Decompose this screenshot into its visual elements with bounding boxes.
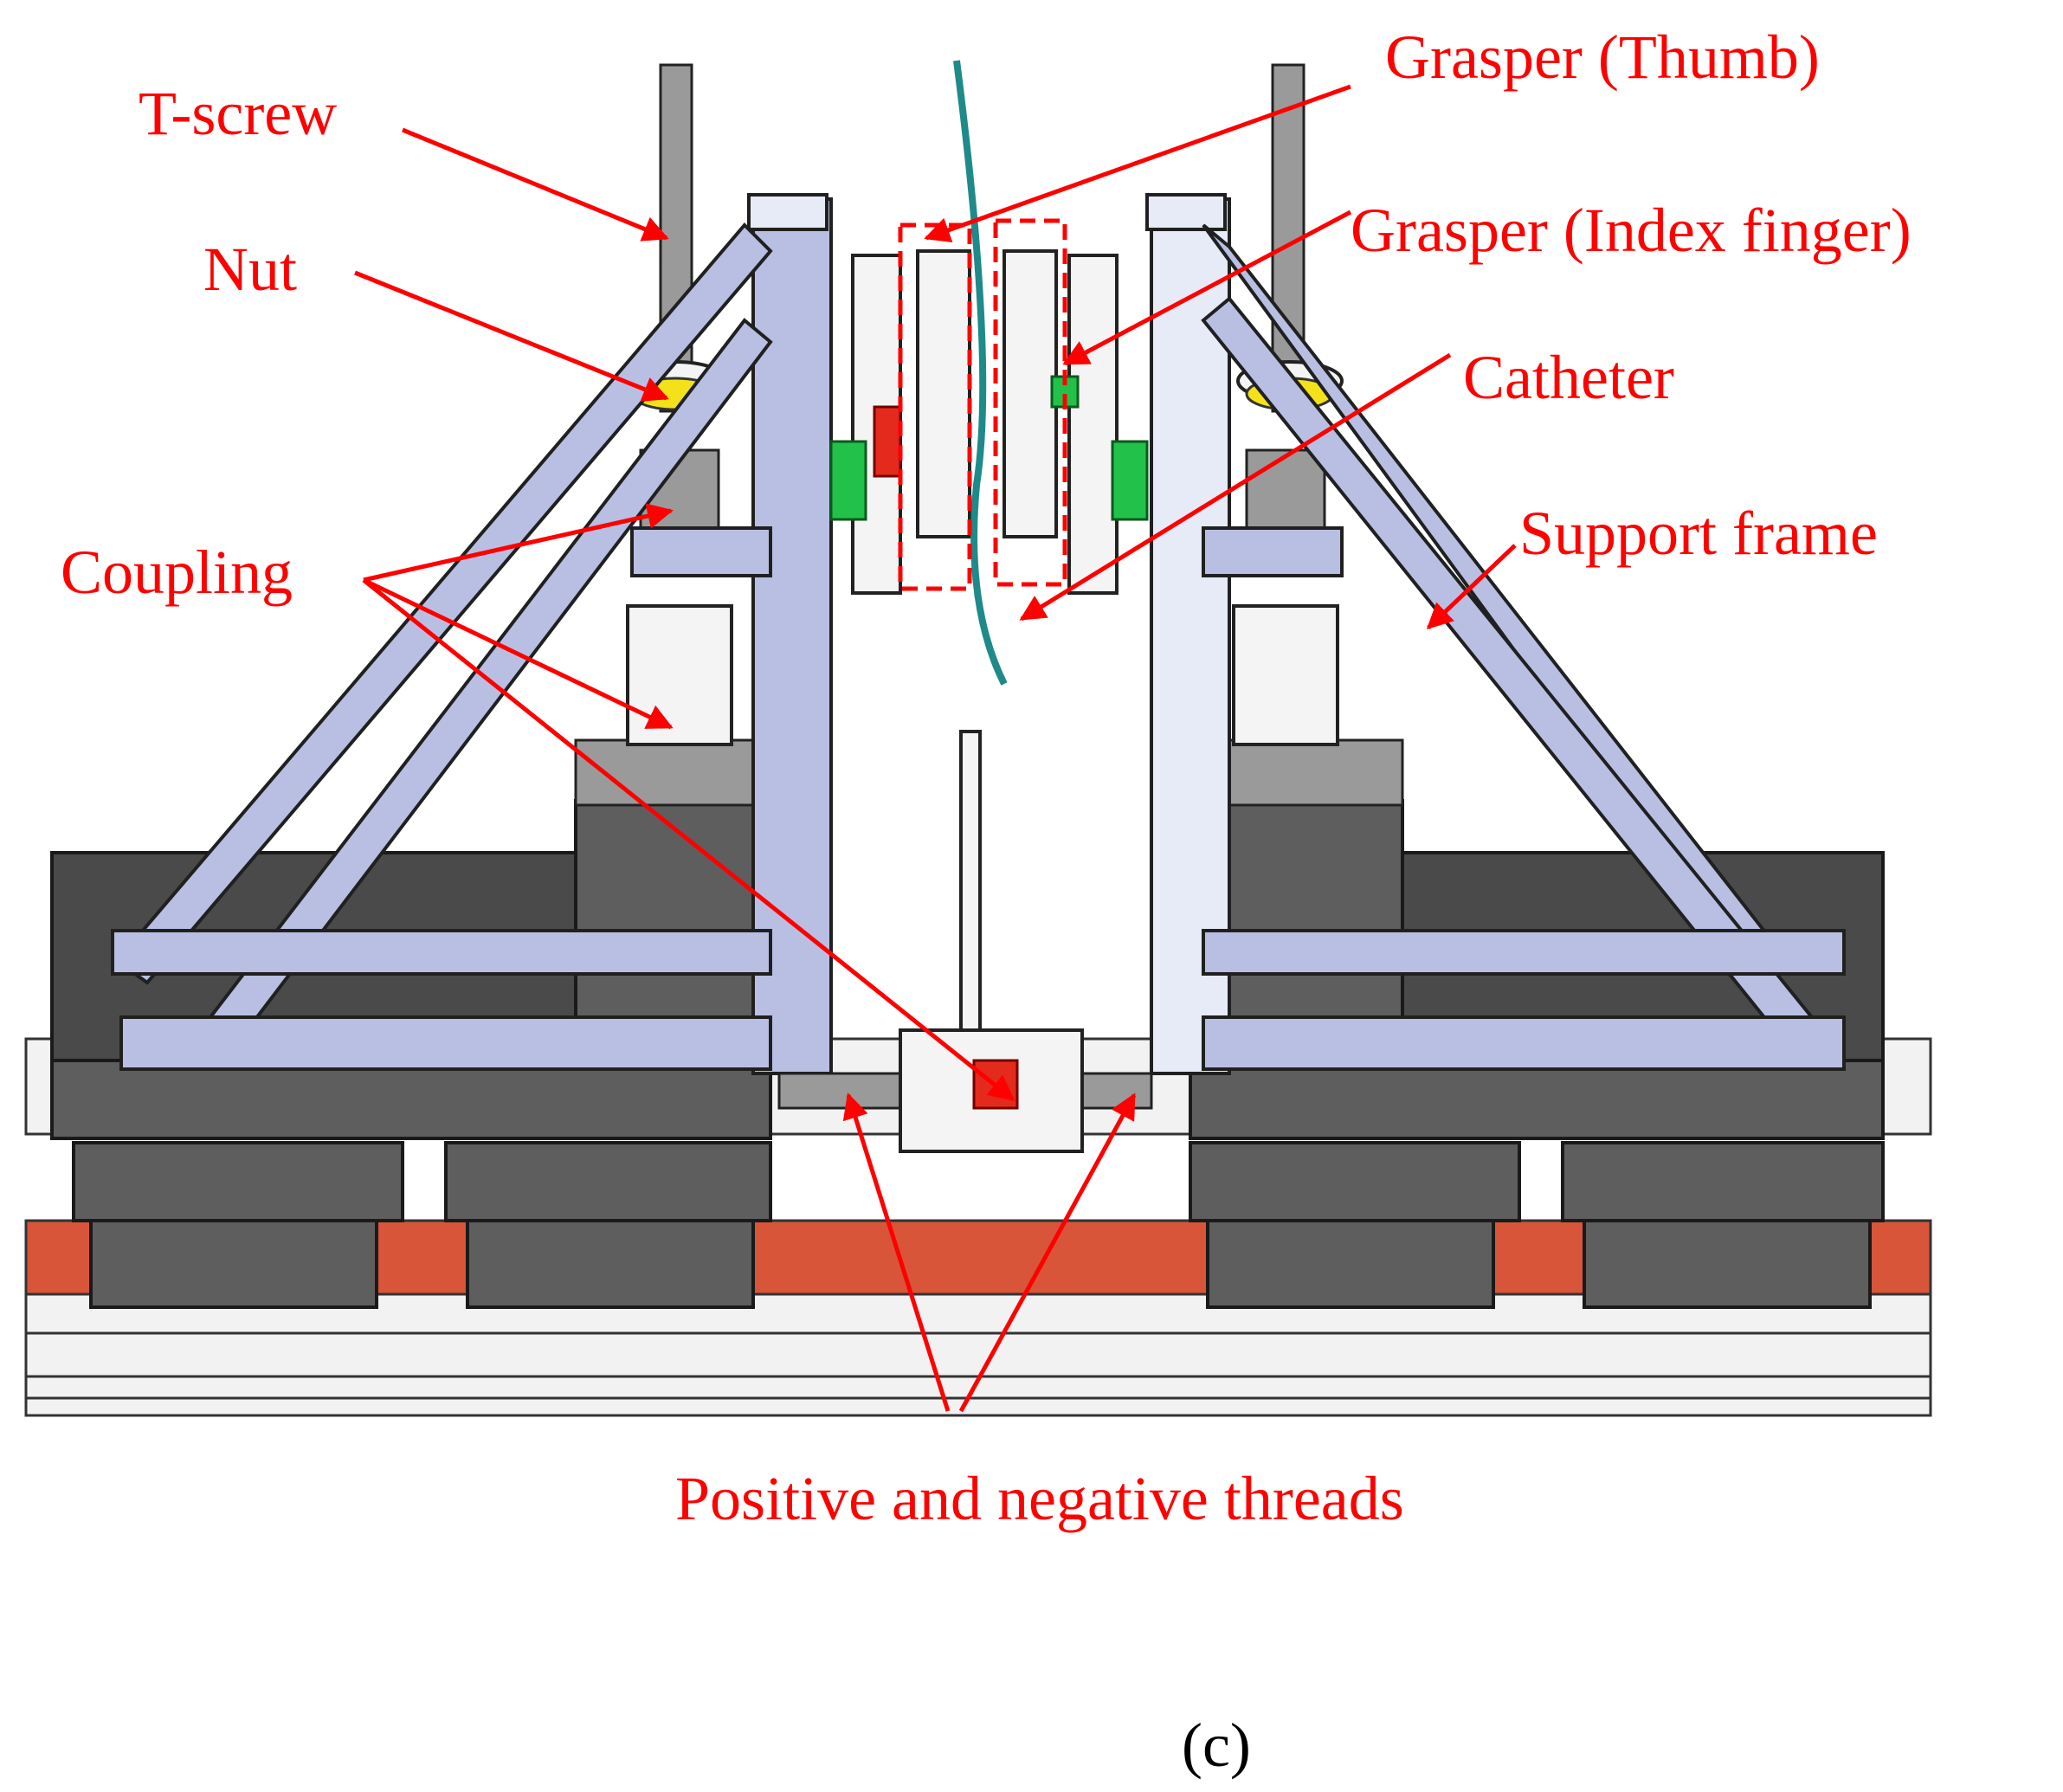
label-grasper-index: Grasper (Index finger) [1351, 196, 1911, 265]
center-rod [959, 730, 982, 1045]
figure-caption: (c) [1182, 1711, 1251, 1780]
label-support-frame: Support frame [1519, 499, 1878, 568]
index-highlight-box [993, 218, 1067, 587]
grasper-index [1002, 249, 1149, 595]
label-nut: Nut [203, 235, 297, 304]
left-motor [574, 799, 777, 1036]
label-t-screw: T-screw [139, 79, 337, 148]
left-coupling-lower [626, 604, 733, 746]
right-motor [1202, 799, 1404, 1036]
catheter [953, 60, 1008, 686]
right-motor-flange [1202, 738, 1404, 807]
label-catheter: Catheter [1463, 343, 1674, 412]
right-coupling-upper [1245, 448, 1326, 530]
right-coupling-lower [1232, 604, 1339, 746]
left-motor-flange [574, 738, 777, 807]
left-support-frame [111, 193, 833, 1075]
label-coupling: Coupling [61, 538, 293, 607]
annotation-arrows [354, 84, 1517, 1413]
grasper-thumb [829, 249, 971, 595]
label-grasper-thumb: Grasper (Thumb) [1385, 23, 1820, 92]
label-threads: Positive and negative threads [675, 1464, 1404, 1533]
right-support-frame [1145, 193, 1846, 1075]
